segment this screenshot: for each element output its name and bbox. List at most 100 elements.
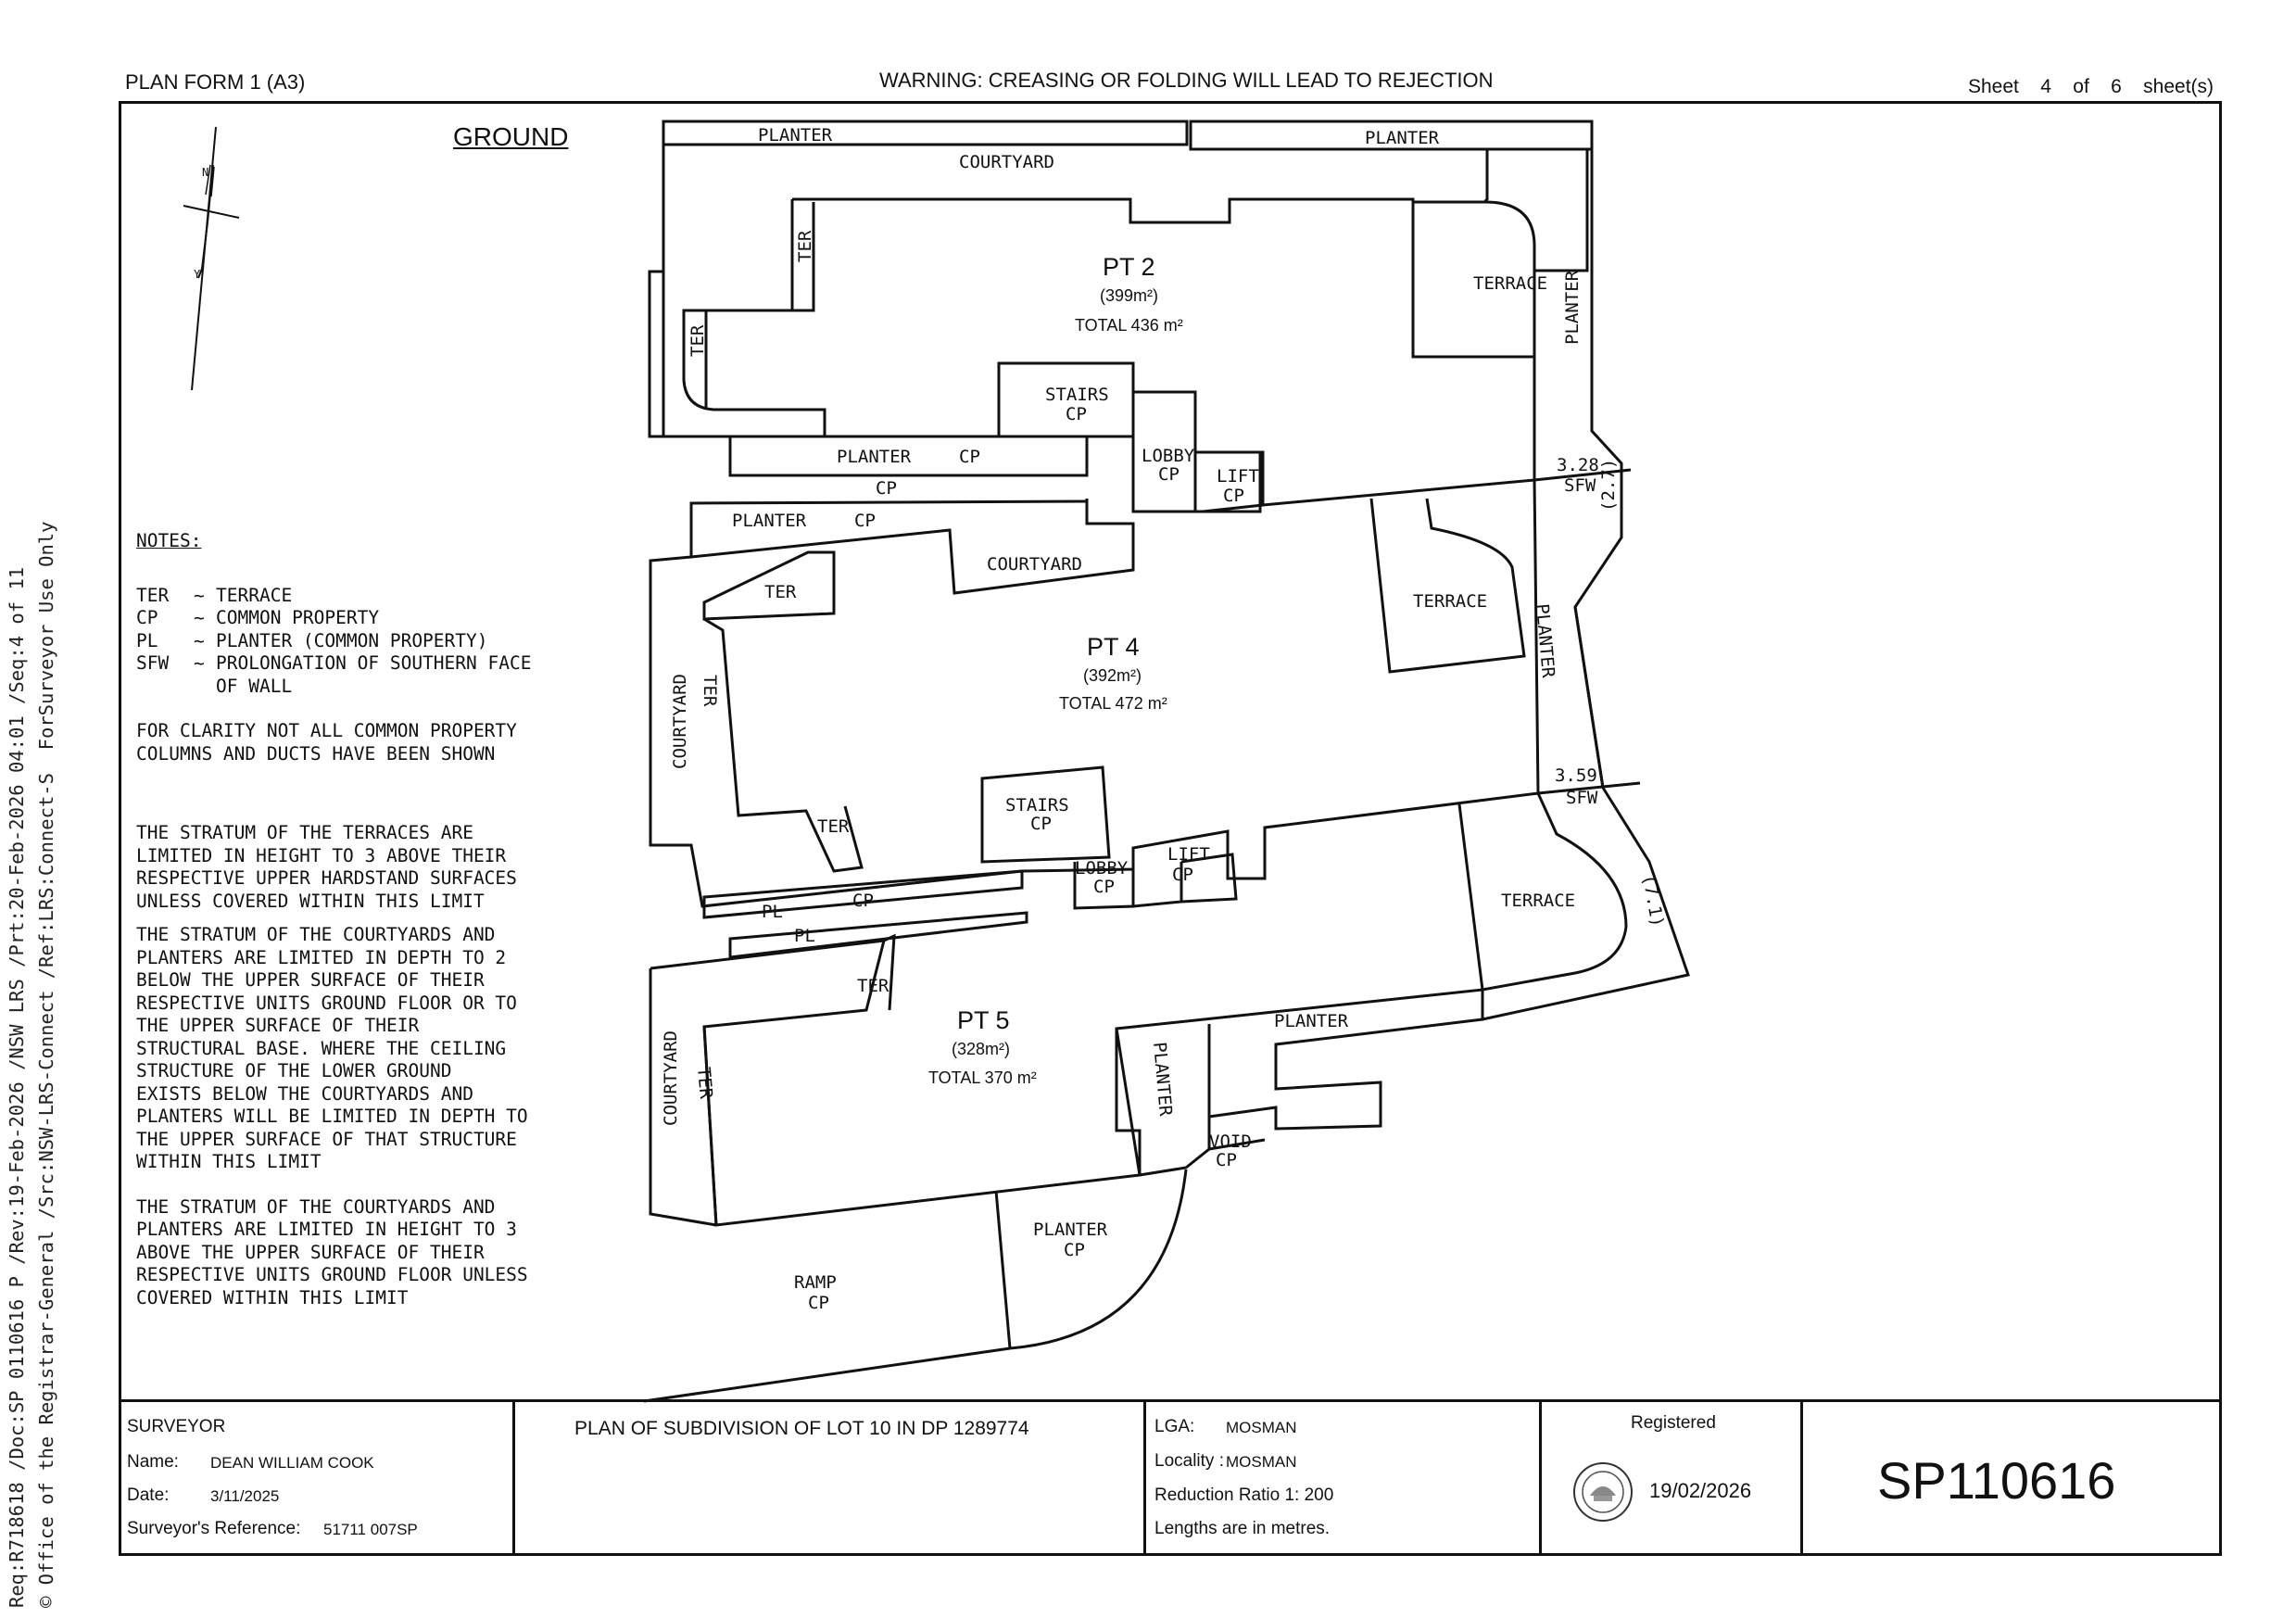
label-lobby-1-cp: CP [1158, 464, 1180, 485]
label-planter-3-cp: CP [854, 511, 876, 531]
label-lobby-1: LOBBY [1142, 446, 1195, 466]
reduction-ratio: Reduction Ratio 1: 200 [1154, 1485, 1334, 1505]
abbrev-code: CP [136, 607, 158, 628]
abbrev-code: TER [136, 584, 170, 606]
north-letter-y: Y [194, 268, 201, 281]
label-ter-rot-1: TER [795, 230, 815, 262]
lot-pt4-name: PT 4 [1087, 633, 1140, 661]
label-lift-2: LIFT [1167, 844, 1210, 865]
label-ramp: RAMP [794, 1272, 837, 1293]
plan-number-cell: SP110616 [1803, 1402, 2219, 1556]
label-lift-1: LIFT [1217, 466, 1259, 487]
notes-panel: NOTES: TER ~ TERRACE CP ~ COMMON PROPERT… [136, 530, 572, 1309]
label-void: VOID [1209, 1131, 1252, 1152]
title-block: SURVEYOR Name: DEAN WILLIAM COOK Date: 3… [119, 1399, 2222, 1556]
label-planter-3: PLANTER [732, 511, 807, 531]
sheet-of-word: of [2073, 76, 2089, 97]
label-pl-1: PL [762, 902, 783, 922]
abbrev-row: PL ~ PLANTER (COMMON PROPERTY) [136, 630, 531, 653]
abbrev-desc: TERRACE [216, 584, 293, 606]
sheet-indicator: Sheet 4 of 6 sheet(s) [1968, 76, 2214, 98]
label-planter-5: PLANTER [1033, 1220, 1108, 1240]
abbrev-desc: COMMON PROPERTY [216, 607, 380, 628]
label-cp-2: CP [852, 891, 874, 911]
label-pl-2: PL [794, 926, 815, 946]
lga-cell: LGA: MOSMAN Locality : MOSMAN Reduction … [1146, 1402, 1542, 1556]
label-stairs-2: STAIRS [1005, 795, 1069, 815]
surveyor-heading: SURVEYOR [127, 1417, 226, 1436]
label-void-cp: CP [1216, 1150, 1237, 1170]
label-planter-4: PLANTER [1274, 1011, 1349, 1031]
label-planter-1: PLANTER [758, 125, 833, 145]
label-ter-rot-4: TER [693, 1067, 716, 1101]
label-ter-rot-3: TER [700, 675, 720, 707]
lot-pt2-area: (399m²) [1100, 286, 1158, 305]
dim-2-7: (2.7) [1598, 459, 1619, 512]
abbrev-row: TER ~ TERRACE [136, 585, 531, 608]
north-letter-n: N [202, 166, 208, 179]
label-ter-1: TER [764, 582, 797, 602]
sheets-word: sheet(s) [2143, 76, 2214, 97]
label-ramp-cp: CP [808, 1293, 829, 1313]
abbrev-row: CP ~ COMMON PROPERTY [136, 607, 531, 630]
name-value: DEAN WILLIAM COOK [210, 1454, 374, 1472]
label-planter-cp-cp: CP [959, 447, 980, 467]
registered-date: 19/02/2026 [1649, 1479, 1752, 1502]
lot-pt2-name: PT 2 [1103, 253, 1155, 281]
label-planter-2: PLANTER [1365, 128, 1440, 148]
label-terrace-3: TERRACE [1501, 891, 1575, 911]
label-courtyard-rot-2: COURTYARD [661, 1030, 681, 1126]
locality-label: Locality : [1154, 1451, 1224, 1471]
dim-3-28: 3.28 [1557, 455, 1599, 475]
level-title: GROUND [453, 122, 569, 151]
label-stairs-1: STAIRS [1045, 385, 1109, 405]
north-arrow-icon [183, 126, 240, 391]
label-planter-5-cp: CP [1064, 1240, 1085, 1260]
abbrev-code: SFW [136, 652, 170, 674]
date-label: Date: [127, 1485, 170, 1505]
label-stairs-2-cp: CP [1030, 814, 1052, 834]
label-planter-cp: PLANTER [837, 447, 912, 467]
label-ter-2: TER [817, 816, 850, 837]
label-planter-rot-1: PLANTER [1562, 270, 1583, 345]
drawing-frame [119, 101, 2222, 1556]
label-courtyard-rot-1: COURTYARD [670, 674, 690, 769]
lengths-note: Lengths are in metres. [1154, 1519, 1331, 1538]
abbrev-row: SFW ~ PROLONGATION OF SOUTHERN FACE OF W… [136, 652, 531, 698]
sheet-word: Sheet [1968, 76, 2019, 97]
abbrev-code: PL [136, 629, 158, 651]
label-planter-rot-3: PLANTER [1149, 1042, 1176, 1118]
sheet-total: 6 [2111, 76, 2122, 97]
registered-cell: Registered 19/02/2026 [1542, 1402, 1803, 1556]
abbrev-tilde: ~ [194, 652, 205, 674]
lot-pt5-name: PT 5 [957, 1006, 1010, 1034]
label-lobby-2: LOBBY [1075, 858, 1129, 879]
lot-pt2-total: TOTAL 436 m² [1075, 316, 1183, 335]
label-ter-3: TER [857, 976, 889, 996]
reference-value: 51711 007SP [323, 1521, 418, 1538]
warning-text: WARNING: CREASING OR FOLDING WILL LEAD T… [879, 69, 1494, 92]
surveyor-cell: SURVEYOR Name: DEAN WILLIAM COOK Date: 3… [119, 1402, 515, 1556]
plan-form-label: PLAN FORM 1 (A3) [125, 70, 306, 94]
dim-7-1: (7.1) [1638, 873, 1668, 929]
plan-number: SP110616 [1877, 1451, 2116, 1510]
abbrev-tilde: ~ [194, 607, 205, 628]
label-stairs-1-cp: CP [1066, 404, 1087, 424]
label-courtyard-2: COURTYARD [987, 554, 1082, 575]
label-terrace-2: TERRACE [1413, 591, 1487, 612]
reference-label: Surveyor's Reference: [127, 1519, 301, 1538]
abbrev-desc: PROLONGATION OF SOUTHERN FACE OF WALL [216, 652, 532, 697]
note-courtyards-height: THE STRATUM OF THE COURTYARDS AND PLANTE… [136, 1195, 528, 1308]
stairs-pt4 [980, 765, 1111, 864]
lot-pt4-total: TOTAL 472 m² [1059, 694, 1167, 713]
label-lobby-2-cp: CP [1093, 877, 1115, 897]
lobby-pt2 [1131, 390, 1197, 513]
abbreviations-table: TER ~ TERRACE CP ~ COMMON PROPERTY PL ~ … [136, 585, 531, 699]
abbrev-tilde: ~ [194, 629, 205, 651]
note-clarity: FOR CLARITY NOT ALL COMMON PROPERTY COLU… [136, 720, 517, 765]
lot-pt4-area: (392m²) [1083, 666, 1142, 685]
label-ter-rot-2: TER [688, 324, 708, 357]
label-courtyard-1: COURTYARD [959, 152, 1054, 172]
planter-top-left [662, 120, 1189, 146]
